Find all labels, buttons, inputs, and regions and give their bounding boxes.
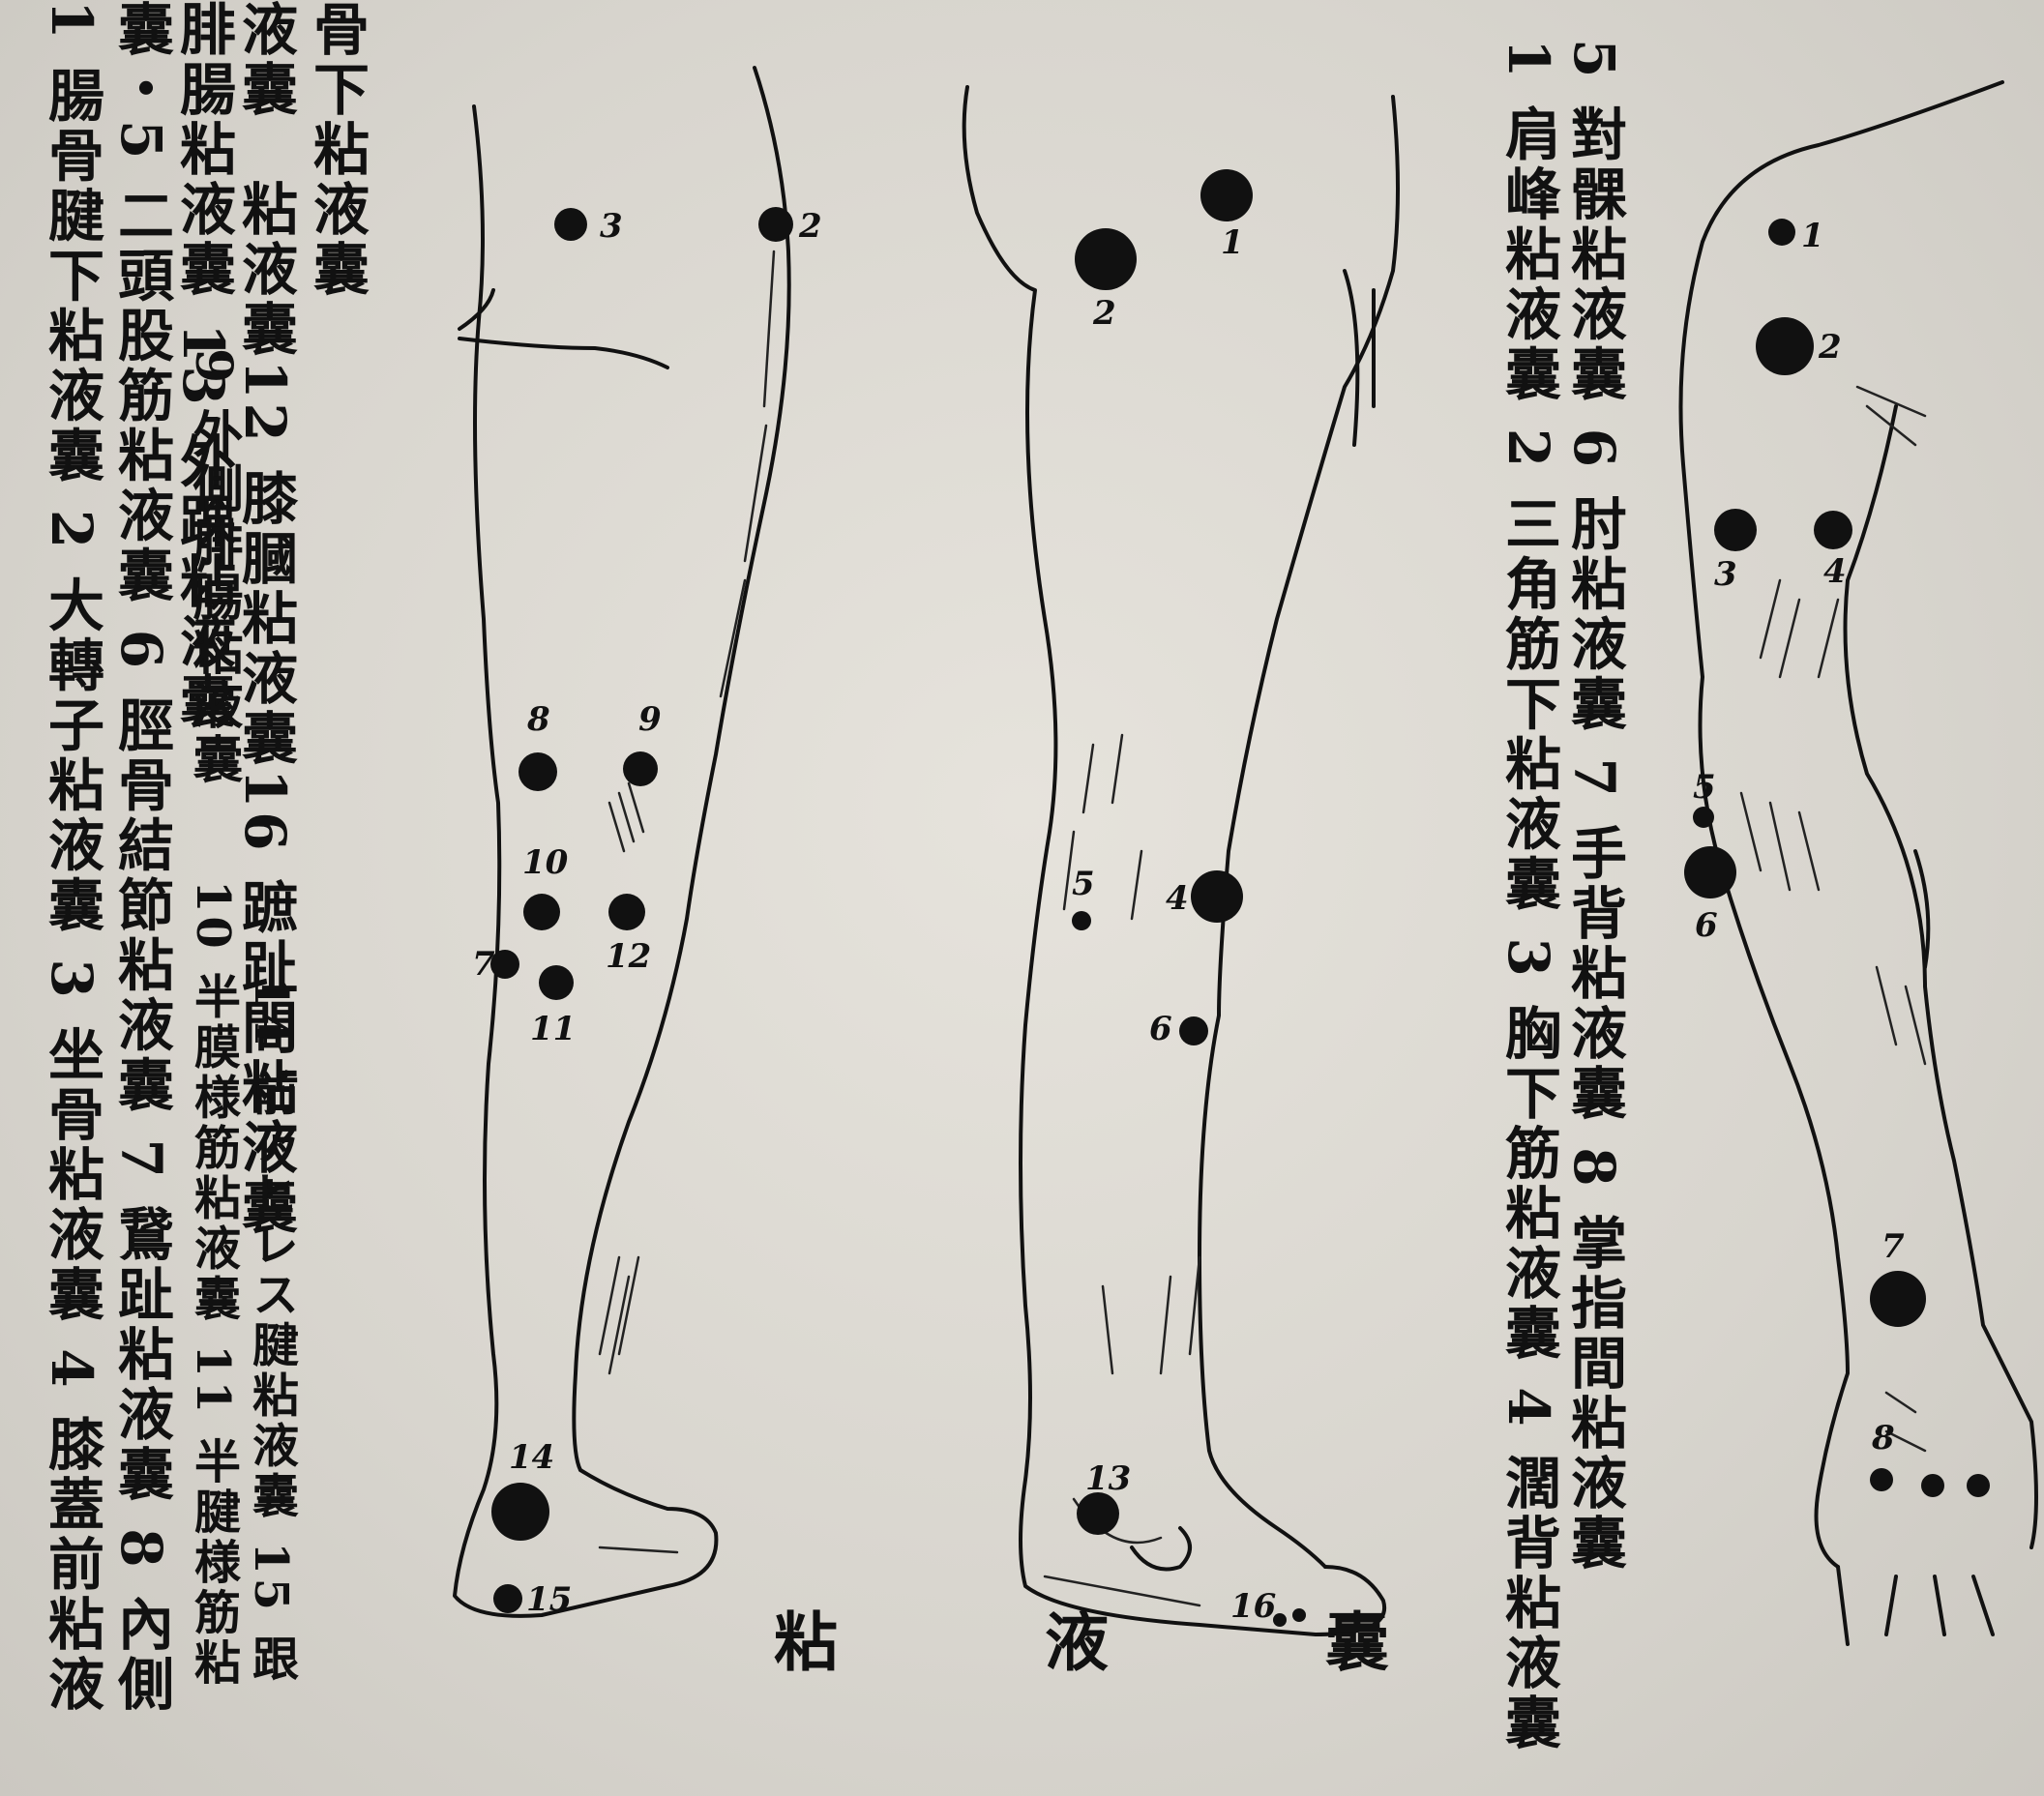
leg-front-figure bbox=[964, 87, 1398, 1634]
leg-side-marker-3: 3 bbox=[600, 207, 623, 246]
leg-front-marker-1: 1 bbox=[1221, 223, 1244, 262]
arm-marker-5: 5 bbox=[1693, 768, 1716, 807]
arm-marker-3: 3 bbox=[1714, 555, 1737, 594]
arm-marker-6: 6 bbox=[1695, 906, 1718, 945]
leg-side-marker-12: 12 bbox=[606, 937, 651, 976]
leg-side-marker-11: 11 bbox=[530, 1010, 576, 1048]
caption-char-1: 粘 bbox=[774, 1591, 838, 1684]
leg-front-marker-2: 2 bbox=[1092, 294, 1116, 333]
leg-side-marker-10: 10 bbox=[522, 843, 569, 882]
leg-front-marker-16: 16 bbox=[1230, 1587, 1276, 1626]
arm-marker-1: 1 bbox=[1801, 217, 1824, 255]
leg-side-marker-9: 9 bbox=[638, 700, 662, 739]
leg-side-marker-15: 15 bbox=[526, 1580, 572, 1619]
leg-front-marker-4: 4 bbox=[1166, 879, 1189, 918]
arm-marker-2: 2 bbox=[1818, 328, 1842, 367]
arm-marker-4: 4 bbox=[1823, 552, 1847, 591]
leg-front-marker-5: 5 bbox=[1072, 865, 1095, 903]
caption-char-3: 囊 bbox=[1325, 1591, 1389, 1684]
leg-front-marker-6: 6 bbox=[1149, 1010, 1172, 1048]
leg-side-figure bbox=[455, 68, 789, 1616]
arm-marker-7: 7 bbox=[1881, 1227, 1905, 1266]
leg-side-marker-14: 14 bbox=[509, 1438, 554, 1477]
arm-marker-8: 8 bbox=[1871, 1419, 1895, 1457]
leg-side-marker-7: 7 bbox=[472, 945, 495, 984]
leg-front-marker-13: 13 bbox=[1085, 1459, 1131, 1498]
caption-char-2: 液 bbox=[1045, 1591, 1109, 1684]
leg-side-marker-2: 2 bbox=[798, 207, 822, 246]
leg-side-marker-8: 8 bbox=[526, 700, 550, 739]
bursa-markers bbox=[490, 169, 1990, 1627]
